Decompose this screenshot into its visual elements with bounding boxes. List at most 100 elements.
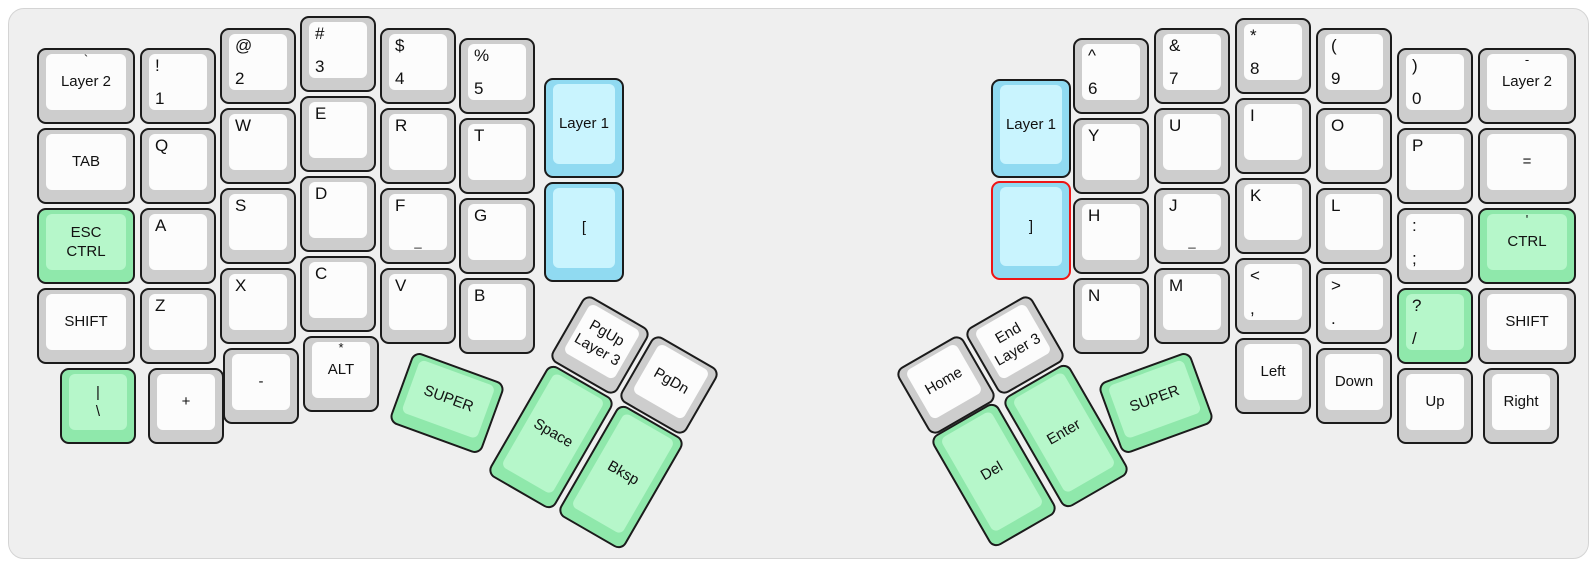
key-label: V <box>395 276 407 295</box>
key-left[interactable]: Left <box>1235 338 1311 414</box>
key-lessthan-comma[interactable]: <, <box>1235 258 1311 334</box>
key-label: C <box>315 264 328 283</box>
key-lparen-9[interactable]: (9 <box>1316 28 1392 104</box>
key-shift-right[interactable]: SHIFT <box>1478 288 1576 364</box>
keycap-top: J_ <box>1163 194 1221 250</box>
key-s[interactable]: S <box>220 188 296 264</box>
key-a[interactable]: A <box>140 208 216 284</box>
key-super-left[interactable]: SUPER <box>387 350 507 456</box>
key-g[interactable]: G <box>459 198 535 274</box>
key-label: * <box>1250 26 1257 45</box>
key-label: O <box>1331 116 1345 135</box>
keycap-top: H <box>1082 204 1140 260</box>
key-pipe-backslash[interactable]: |\ <box>60 368 136 444</box>
key-greaterthan-period[interactable]: >. <box>1316 268 1392 344</box>
key-lbracket[interactable]: [ <box>544 182 624 282</box>
key-asterisk-8[interactable]: *8 <box>1235 18 1311 94</box>
key-percent-5[interactable]: %5 <box>459 38 535 114</box>
key-m[interactable]: M <box>1154 268 1230 344</box>
key-down[interactable]: Down <box>1316 348 1392 424</box>
key-label: ESC <box>70 223 102 241</box>
key-j-homing[interactable]: J_ <box>1154 188 1230 264</box>
key-i[interactable]: I <box>1235 98 1311 174</box>
key-o[interactable]: O <box>1316 108 1392 184</box>
key-label: ^ <box>1088 46 1096 65</box>
key-f-homing[interactable]: F_ <box>380 188 456 264</box>
key-layer1-right[interactable]: Layer 1 <box>991 79 1071 178</box>
keycap-top: )0 <box>1406 54 1464 110</box>
key-layer1-left[interactable]: Layer 1 <box>544 78 624 178</box>
key-minus-left[interactable]: - <box>223 348 299 424</box>
keycap-top: @2 <box>229 34 287 90</box>
key-rparen-0[interactable]: )0 <box>1397 48 1473 124</box>
key-ampersand-7[interactable]: &7 <box>1154 28 1230 104</box>
keycap-top: Home <box>904 342 984 421</box>
key-label: G <box>474 206 488 225</box>
key-label: Enter <box>1044 415 1084 449</box>
keycap-top: G <box>468 204 526 260</box>
keycap-top: Right <box>1492 374 1550 430</box>
key-h[interactable]: H <box>1073 198 1149 274</box>
key-label: > <box>1331 276 1341 295</box>
keycap-top: - <box>232 354 290 410</box>
key-k[interactable]: K <box>1235 178 1311 254</box>
key-label: N <box>1088 286 1101 305</box>
key-label: - <box>1524 52 1530 67</box>
keycap-top: R <box>389 114 447 170</box>
key-label: Down <box>1334 373 1374 391</box>
key-equals[interactable]: = <box>1478 128 1576 204</box>
key-label: ` <box>83 52 89 67</box>
key-x[interactable]: X <box>220 268 296 344</box>
key-colon-semicolon[interactable]: :; <box>1397 208 1473 284</box>
key-label: B <box>474 286 486 305</box>
key-shift-left[interactable]: SHIFT <box>37 288 135 364</box>
key-q[interactable]: Q <box>140 128 216 204</box>
key-rbracket[interactable]: ] <box>991 181 1071 280</box>
key-b[interactable]: B <box>459 278 535 354</box>
key-minus-layer2[interactable]: - Layer 2 <box>1478 48 1576 124</box>
key-y[interactable]: Y <box>1073 118 1149 194</box>
keycap-top: E <box>309 102 367 158</box>
key-e[interactable]: E <box>300 96 376 172</box>
keycap-top: T <box>468 124 526 180</box>
key-dollar-4[interactable]: $4 <box>380 28 456 104</box>
key-v[interactable]: V <box>380 268 456 344</box>
key-up[interactable]: Up <box>1397 368 1473 444</box>
key-at-2[interactable]: @2 <box>220 28 296 104</box>
key-t[interactable]: T <box>459 118 535 194</box>
key-d[interactable]: D <box>300 176 376 252</box>
keycap-top: 'CTRL <box>1487 213 1567 270</box>
key-label: T <box>474 126 485 145</box>
key-p[interactable]: P <box>1397 128 1473 204</box>
key-label: # <box>315 24 325 43</box>
key-label: + <box>181 393 191 411</box>
key-n[interactable]: N <box>1073 278 1149 354</box>
key-exclam-1[interactable]: !1 <box>140 48 216 124</box>
key-hash-3[interactable]: #3 <box>300 16 376 92</box>
key-super-right[interactable]: SUPER <box>1096 350 1216 456</box>
key-c[interactable]: C <box>300 256 376 332</box>
key-right[interactable]: Right <box>1483 368 1559 444</box>
key-asterisk-alt[interactable]: *ALT <box>303 336 379 412</box>
key-label: Z <box>155 296 166 315</box>
keycap-top: U <box>1163 114 1221 170</box>
key-label: - <box>258 373 264 391</box>
key-label: < <box>1250 266 1260 285</box>
key-label: Y <box>1088 126 1100 145</box>
key-label: Layer 2 <box>1501 73 1553 91</box>
key-tab[interactable]: TAB <box>37 128 135 204</box>
keycap-top: A <box>149 214 207 270</box>
key-grave-layer2[interactable]: `Layer 2 <box>37 48 135 124</box>
key-question-slash[interactable]: ?/ <box>1397 288 1473 364</box>
key-u[interactable]: U <box>1154 108 1230 184</box>
key-label: 6 <box>1088 79 1098 98</box>
key-r[interactable]: R <box>380 108 456 184</box>
key-quote-ctrl[interactable]: 'CTRL <box>1478 208 1576 284</box>
key-plus[interactable]: + <box>148 368 224 444</box>
key-caret-6[interactable]: ^6 <box>1073 38 1149 114</box>
key-label: 4 <box>395 69 405 88</box>
key-w[interactable]: W <box>220 108 296 184</box>
key-l[interactable]: L <box>1316 188 1392 264</box>
key-z[interactable]: Z <box>140 288 216 364</box>
